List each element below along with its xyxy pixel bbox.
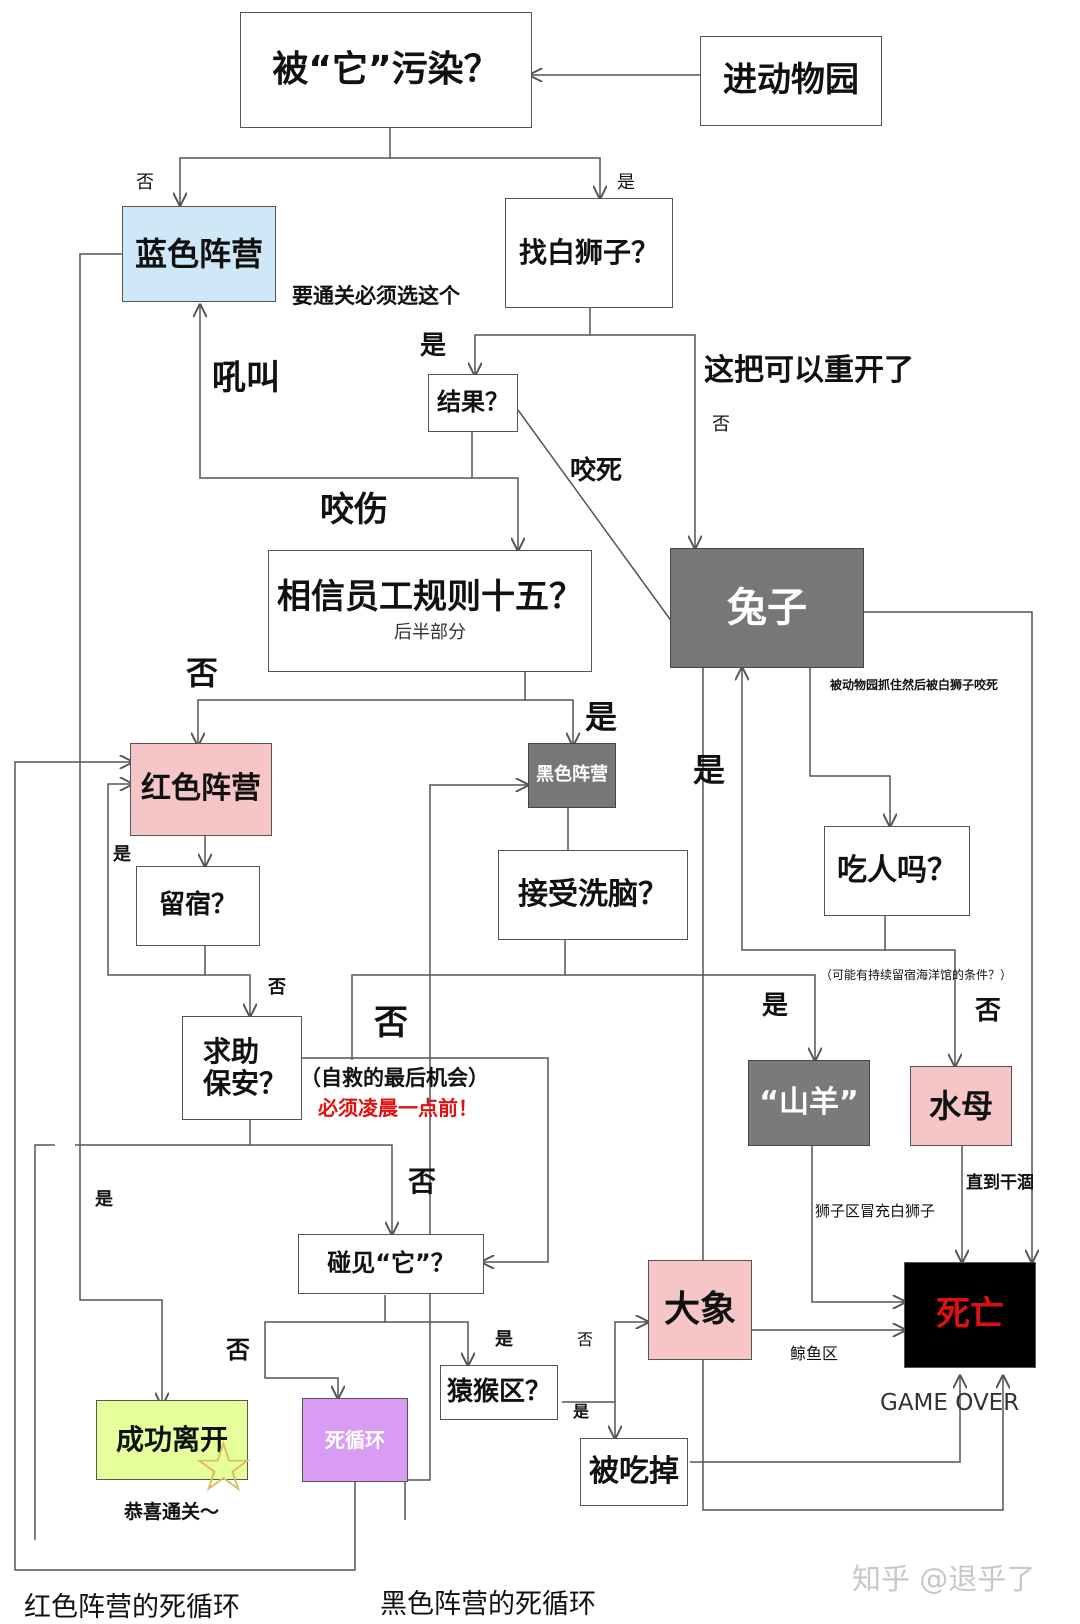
node-accept-brainwash: 接受洗脑？ xyxy=(498,850,688,940)
node-success-exit: 成功离开 xyxy=(96,1400,248,1480)
node-eat-people: 吃人吗？ xyxy=(824,826,970,916)
label-roar: 吼叫 xyxy=(212,358,280,398)
label-yes-top: 是 xyxy=(617,172,635,193)
node-monkey-zone: 猿猴区？ xyxy=(440,1365,558,1420)
node-believe-rule-15-title: 相信员工规则十五？ xyxy=(277,577,583,618)
watermark: 知乎 @退乎了 xyxy=(852,1562,1036,1596)
node-goat: “山羊” xyxy=(748,1060,870,1146)
label-yes-eat: 是 xyxy=(762,991,789,1021)
node-believe-rule-15-sub: 后半部分 xyxy=(394,622,466,644)
label-rabbit-caught: 被动物园抓住然后被白狮子咬死 xyxy=(830,678,999,692)
label-yes-security: 是 xyxy=(95,1189,113,1210)
node-red-camp: 红色阵营 xyxy=(130,743,272,836)
node-ask-security: 求助 保安？ xyxy=(182,1016,302,1120)
node-rabbit: 兔子 xyxy=(670,548,864,668)
label-yes-result: 是 xyxy=(420,331,447,361)
node-meet-it: 碰见“它”？ xyxy=(298,1234,484,1294)
label-black-loop: 黑色阵营的死循环 xyxy=(380,1589,596,1620)
label-no-brainwash: 否 xyxy=(374,1003,408,1043)
node-enter-zoo: 进动物园 xyxy=(700,36,882,126)
label-yes-rabbit: 是 xyxy=(693,751,726,789)
label-until-dry: 直到干涸 xyxy=(966,1173,1034,1193)
label-lion-impostor: 狮子区冒充白狮子 xyxy=(815,1202,936,1220)
label-last-chance: （自救的最后机会） xyxy=(300,1066,489,1090)
label-restart: 这把可以重开了 xyxy=(704,353,914,388)
label-must-choose: 要通关必须选这个 xyxy=(292,284,460,308)
label-yes-meet: 是 xyxy=(495,1329,513,1350)
label-no-top: 否 xyxy=(136,172,154,193)
node-believe-rule-15: 相信员工规则十五？ 后半部分 xyxy=(268,550,592,672)
label-game-over: GAME OVER xyxy=(880,1390,1020,1416)
label-yes-rule: 是 xyxy=(585,698,618,736)
label-no-meet: 否 xyxy=(226,1336,250,1364)
label-no-eat: 否 xyxy=(975,996,1002,1026)
label-condition-note: （可能有持续留宿海洋馆的条件？） xyxy=(820,968,1013,982)
node-elephant: 大象 xyxy=(648,1260,752,1360)
label-yes-stay: 是 xyxy=(113,844,131,865)
node-find-white-lion: 找白狮子？ xyxy=(505,198,673,308)
node-stay-overnight: 留宿？ xyxy=(136,866,260,946)
label-congrats: 恭喜通关～ xyxy=(124,1501,220,1523)
label-no-rule: 否 xyxy=(186,654,219,692)
label-no-lion: 否 xyxy=(712,414,730,435)
node-blue-camp: 蓝色阵营 xyxy=(122,206,276,302)
node-dead-loop: 死循环 xyxy=(302,1398,408,1482)
label-no-stay: 否 xyxy=(268,977,286,998)
star-icon: ☆ xyxy=(192,1426,255,1508)
node-death: 死亡 xyxy=(904,1262,1036,1368)
label-no-security: 否 xyxy=(408,1165,437,1198)
label-red-loop: 红色阵营的死循环 xyxy=(24,1592,240,1623)
node-eaten: 被吃掉 xyxy=(580,1438,688,1506)
label-bite-dead: 咬死 xyxy=(570,456,623,486)
label-no-monkey: 否 xyxy=(577,1330,594,1349)
label-bite-hurt: 咬伤 xyxy=(320,490,388,530)
label-whale-zone: 鲸鱼区 xyxy=(790,1344,839,1363)
node-jellyfish: 水母 xyxy=(910,1066,1012,1146)
label-before-1am: 必须凌晨一点前！ xyxy=(318,1096,478,1120)
node-result: 结果？ xyxy=(428,374,518,432)
node-black-camp: 黑色阵营 xyxy=(528,743,616,808)
node-contaminated: 被“它”污染？ xyxy=(240,12,532,128)
label-yes-monkey: 是 xyxy=(573,1402,590,1421)
